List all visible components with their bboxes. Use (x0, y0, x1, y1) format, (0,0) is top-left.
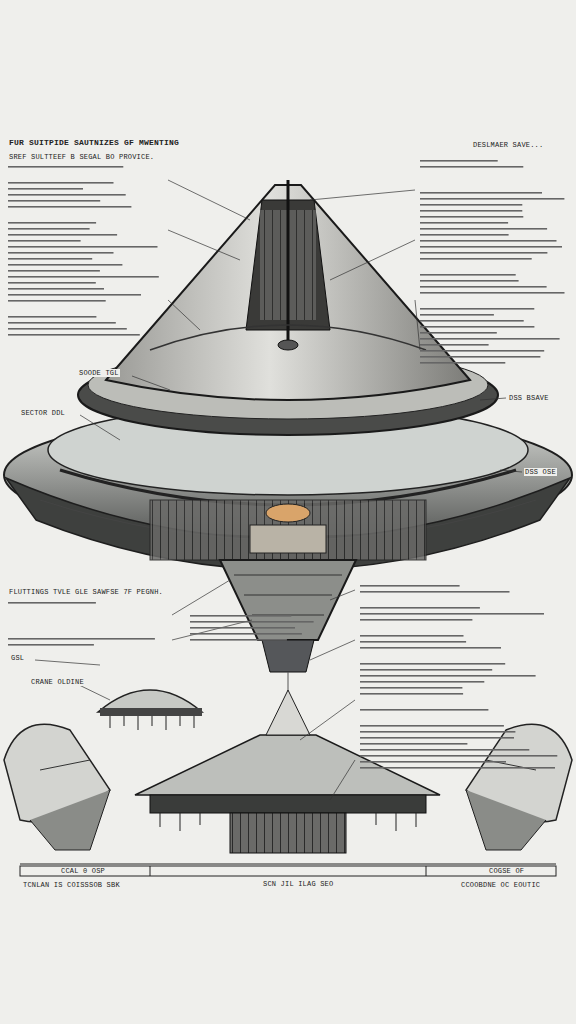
note-scribble (8, 328, 127, 330)
note-scribble (8, 206, 131, 208)
note-scribble (420, 228, 547, 230)
note-scribble (8, 228, 90, 230)
note-scribble (8, 602, 96, 604)
note-scribble (360, 731, 515, 733)
note-scribble (420, 320, 524, 322)
note-scribble (8, 246, 158, 248)
note-scribble (8, 222, 96, 224)
section-heading: FLUTTINGS TVLE GLE SAWFSE 7F PEGNH. (8, 588, 164, 596)
note-scribble (8, 234, 117, 236)
note-scribble (8, 294, 141, 296)
note-scribble (360, 693, 463, 695)
note-scribble (360, 585, 460, 587)
note-scribble (8, 316, 96, 318)
note-scribble (8, 166, 123, 168)
scale-label: CCAL 0 OSP (60, 867, 106, 875)
note-scribble (420, 192, 542, 194)
note-scribble (420, 240, 557, 242)
note-scribble (360, 767, 555, 769)
note-scribble (420, 338, 560, 340)
note-scribble (360, 607, 480, 609)
subtitle: SREF SULTTEEF B SEGAL BO PROVICE. (8, 153, 155, 161)
note-scribble (8, 258, 92, 260)
note-scribble (420, 222, 508, 224)
note-scribble (190, 633, 302, 635)
note-scribble (8, 182, 114, 184)
note-scribble (8, 188, 83, 190)
sheet-title: FUR SUITPIDE SAUTNIZES GF MWENTING (8, 138, 180, 147)
note-scribble (420, 344, 489, 346)
scale-label: CCOOBDNE OC EOUTIC (460, 881, 541, 889)
note-scribble (420, 356, 540, 358)
part-label: SECTOR DDL (20, 409, 66, 417)
note-scribble (8, 322, 116, 324)
note-scribble (420, 166, 523, 168)
note-scribble (420, 286, 547, 288)
note-scribble (360, 663, 505, 665)
scale-label: SCN JIL ILAG SEO (262, 880, 334, 888)
note-scribble (360, 743, 467, 745)
note-scribble (420, 258, 532, 260)
note-scribble (8, 276, 159, 278)
note-scribble (8, 194, 126, 196)
part-label: SOODE TGL (78, 369, 120, 377)
note-scribble (8, 264, 122, 266)
note-scribble (360, 635, 464, 637)
note-scribble (420, 292, 565, 294)
note-scribble (8, 638, 155, 640)
note-scribble (8, 300, 106, 302)
note-scribble (420, 210, 522, 212)
note-scribble (420, 252, 547, 254)
note-scribble (420, 326, 534, 328)
note-scribble (190, 615, 291, 617)
note-scribble (420, 234, 509, 236)
note-scribble (360, 669, 492, 671)
note-scribble (360, 749, 529, 751)
note-scribble (420, 308, 534, 310)
note-scribble (190, 639, 287, 641)
note-scribble (360, 755, 557, 757)
scale-label: TCNLAN IS COISSSOB SBK (22, 881, 121, 889)
note-scribble (8, 270, 100, 272)
note-scribble (8, 252, 114, 254)
note-scribble (360, 761, 506, 763)
note-scribble (360, 613, 544, 615)
note-scribble (8, 288, 104, 290)
note-scribble (360, 681, 484, 683)
part-label: DSS BSAVE (508, 394, 550, 402)
note-scribble (360, 647, 501, 649)
scale-label: COGSE OF (488, 867, 525, 875)
note-scribble (360, 675, 536, 677)
part-label: GSL (10, 654, 25, 662)
note-scribble (420, 204, 522, 206)
note-scribble (190, 627, 295, 629)
note-scribble (420, 198, 564, 200)
note-scribble (420, 274, 516, 276)
note-scribble (360, 687, 462, 689)
note-scribble (360, 619, 472, 621)
note-scribble (8, 200, 100, 202)
sheet-heading: DESLMAER SAVE... (472, 141, 544, 149)
note-scribble (360, 641, 466, 643)
note-scribble (420, 314, 494, 316)
note-scribble (420, 362, 505, 364)
note-scribble (420, 332, 497, 334)
note-scribble (190, 621, 314, 623)
note-scribble (420, 246, 562, 248)
note-scribble (420, 216, 523, 218)
part-label: CRANE OLDINE (30, 678, 85, 686)
note-scribble (8, 644, 94, 646)
note-scribble (360, 737, 514, 739)
note-scribble (420, 280, 519, 282)
note-scribble (360, 591, 510, 593)
note-scribble (420, 350, 544, 352)
note-scribble (420, 160, 498, 162)
note-scribble (8, 334, 140, 336)
note-scribble (360, 725, 504, 727)
note-scribble (360, 709, 488, 711)
note-scribble (8, 240, 81, 242)
note-scribble (8, 282, 96, 284)
part-label: DSS OSE (524, 468, 557, 476)
